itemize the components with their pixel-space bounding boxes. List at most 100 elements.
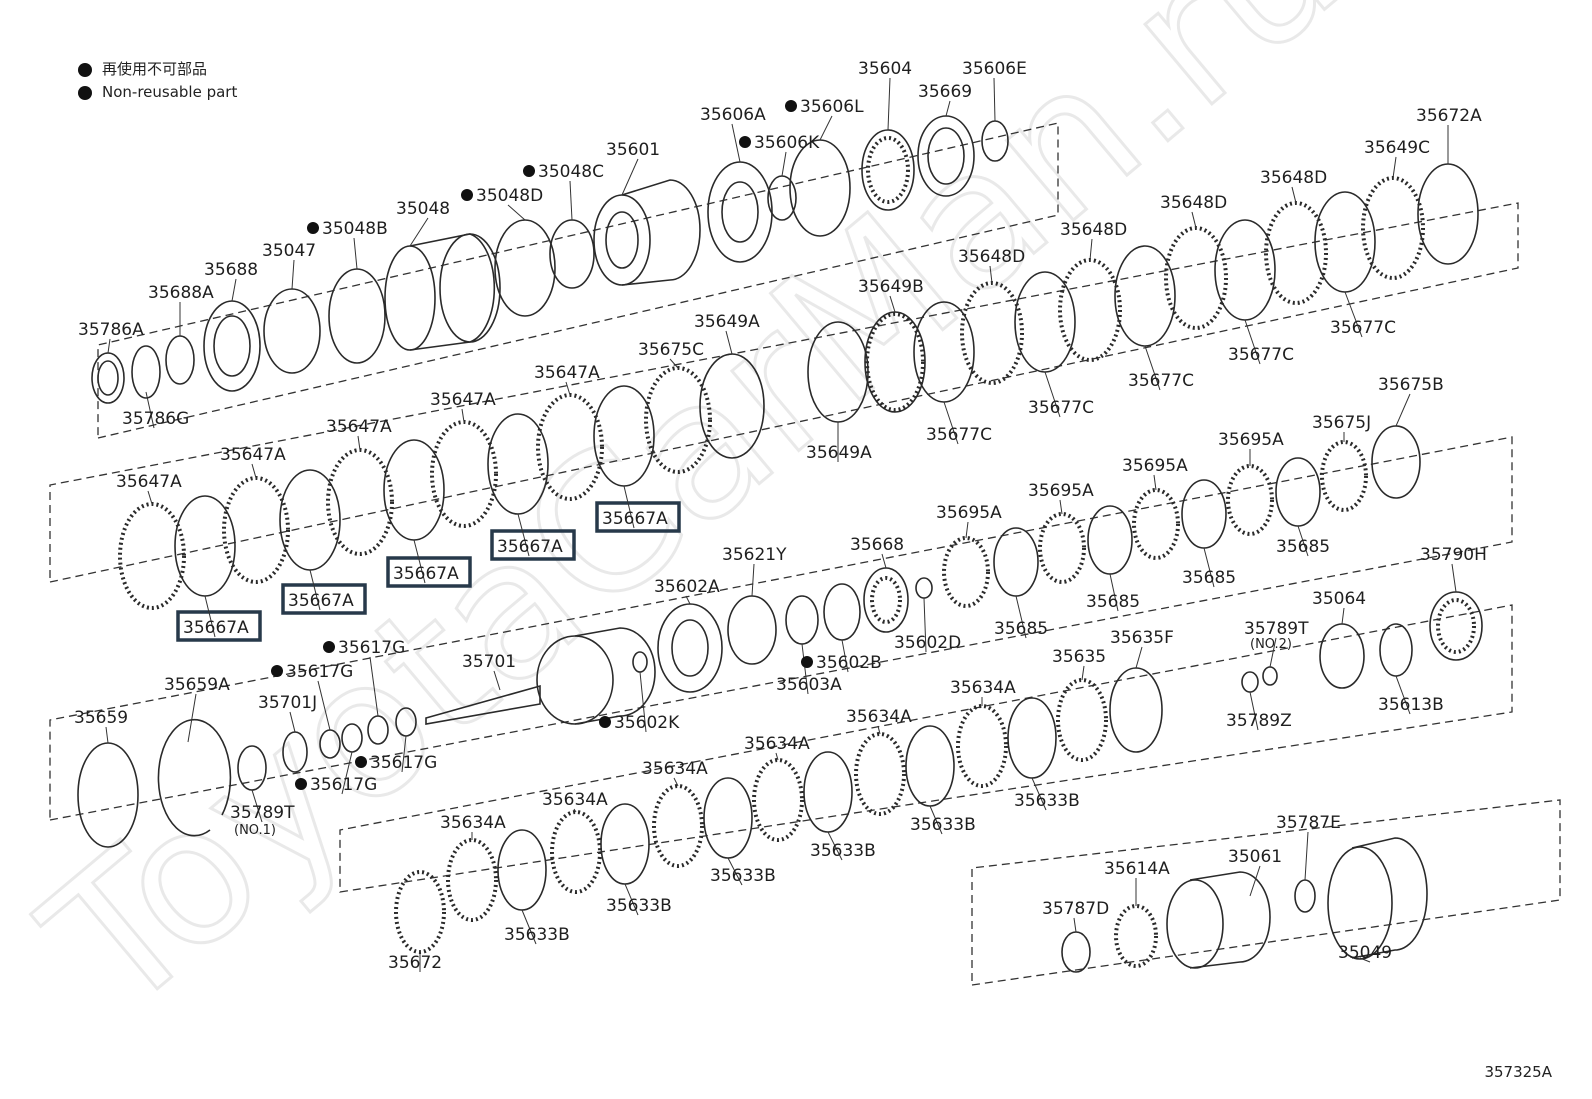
part-label-35048C[interactable]: 35048C: [538, 162, 604, 182]
part-label-35603A[interactable]: 35603A: [776, 675, 842, 695]
part-label-35647A[interactable]: 35647A: [116, 472, 182, 492]
part-label-35047[interactable]: 35047: [262, 241, 316, 261]
part-label-35685[interactable]: 35685: [1086, 592, 1140, 612]
part-label-35602B[interactable]: 35602B: [816, 653, 882, 673]
part-label-35634A[interactable]: 35634A: [950, 678, 1016, 698]
part-label-35677C[interactable]: 35677C: [1330, 318, 1396, 338]
leader-35603A: [801, 643, 809, 695]
part-label-35701J[interactable]: 35701J: [258, 693, 317, 713]
part-label-35634A[interactable]: 35634A: [744, 734, 810, 754]
part-label-35649C[interactable]: 35649C: [1364, 138, 1430, 158]
part-label-35064[interactable]: 35064: [1312, 589, 1366, 609]
part-label-35604[interactable]: 35604: [858, 59, 912, 79]
leader-35048: [409, 217, 429, 247]
part-label-35649B[interactable]: 35649B: [858, 277, 924, 297]
part-label-35601[interactable]: 35601: [606, 140, 660, 160]
part-label-35635[interactable]: 35635: [1052, 647, 1106, 667]
part-label-35617G[interactable]: 35617G: [338, 638, 405, 658]
part-label-35668[interactable]: 35668: [850, 535, 904, 555]
part-label-35614A[interactable]: 35614A: [1104, 859, 1170, 879]
part-label-35606K[interactable]: 35606K: [754, 133, 820, 153]
part-label-35634A[interactable]: 35634A: [542, 790, 608, 810]
part-label-35787D[interactable]: 35787D: [1042, 899, 1109, 919]
part-label-35648D[interactable]: 35648D: [958, 247, 1025, 267]
part-label-35789T[interactable]: 35789T: [1244, 619, 1309, 639]
part-label-35634A[interactable]: 35634A: [440, 813, 506, 833]
part-label-35647A[interactable]: 35647A: [220, 445, 286, 465]
part-label-35789Z[interactable]: 35789Z: [1226, 711, 1292, 731]
part-label-35617G[interactable]: 35617G: [370, 753, 437, 773]
part-label-35617G[interactable]: 35617G: [310, 775, 377, 795]
part-label-35634A[interactable]: 35634A: [846, 707, 912, 727]
part-label-35602D[interactable]: 35602D: [894, 633, 961, 653]
part-label-35677C[interactable]: 35677C: [1028, 398, 1094, 418]
part-label-35613B[interactable]: 35613B: [1378, 695, 1444, 715]
part-label-35786G[interactable]: 35786G: [122, 409, 189, 429]
part-label-35688A[interactable]: 35688A: [148, 283, 214, 303]
part-label-35786A[interactable]: 35786A: [78, 320, 144, 340]
part-label-35602K[interactable]: 35602K: [614, 713, 680, 733]
part-label-35649A[interactable]: 35649A: [694, 312, 760, 332]
part-label-35789T[interactable]: 35789T: [230, 803, 295, 823]
part-label-35647A[interactable]: 35647A: [534, 363, 600, 383]
part-label-35701[interactable]: 35701: [462, 652, 516, 672]
part-label-35048[interactable]: 35048: [396, 199, 450, 219]
part-label-35672[interactable]: 35672: [388, 953, 442, 973]
part-label-35606A[interactable]: 35606A: [700, 105, 766, 125]
part-label-35675B[interactable]: 35675B: [1378, 375, 1444, 395]
part-label-35048D[interactable]: 35048D: [476, 186, 543, 206]
part-label-35649A[interactable]: 35649A: [806, 443, 872, 463]
part-label-35669[interactable]: 35669: [918, 82, 972, 102]
part-label-35667A[interactable]: 35667A: [393, 564, 459, 584]
leader-35634A: [877, 725, 881, 735]
part-label-35675J[interactable]: 35675J: [1312, 413, 1371, 433]
part-label-35677C[interactable]: 35677C: [1228, 345, 1294, 365]
part-label-35633B[interactable]: 35633B: [1014, 791, 1080, 811]
part-label-35685[interactable]: 35685: [1182, 568, 1236, 588]
leader-35633B: [827, 831, 843, 861]
part-label-35633B[interactable]: 35633B: [810, 841, 876, 861]
part-label-35648D[interactable]: 35648D: [1260, 168, 1327, 188]
part-label-35790H[interactable]: 35790H: [1420, 545, 1487, 565]
part-label-35695A[interactable]: 35695A: [1122, 456, 1188, 476]
leader-35617G: [317, 680, 331, 731]
part-label-35685[interactable]: 35685: [1276, 537, 1330, 557]
part-label-35677C[interactable]: 35677C: [926, 425, 992, 445]
part-label-35659A[interactable]: 35659A: [164, 675, 230, 695]
part-label-35635F[interactable]: 35635F: [1110, 628, 1174, 648]
part-label-35617G[interactable]: 35617G: [286, 662, 353, 682]
part-label-35647A[interactable]: 35647A: [430, 390, 496, 410]
part-label-35695A[interactable]: 35695A: [1218, 430, 1284, 450]
part-label-35667A[interactable]: 35667A: [497, 537, 563, 557]
part-label-35677C[interactable]: 35677C: [1128, 371, 1194, 391]
part-label-35633B[interactable]: 35633B: [504, 925, 570, 945]
part-label-35049[interactable]: 35049: [1338, 943, 1392, 963]
part-label-35633B[interactable]: 35633B: [606, 896, 672, 916]
part-label-35685[interactable]: 35685: [994, 619, 1048, 639]
part-label-35688[interactable]: 35688: [204, 260, 258, 280]
part-label-35672A[interactable]: 35672A: [1416, 106, 1482, 126]
part-label-35667A[interactable]: 35667A: [183, 618, 249, 638]
part-label-35695A[interactable]: 35695A: [1028, 481, 1094, 501]
part-label-35634A[interactable]: 35634A: [642, 759, 708, 779]
part-label-35648D[interactable]: 35648D: [1160, 193, 1227, 213]
part-label-35667A[interactable]: 35667A: [288, 591, 354, 611]
part-label-35606L[interactable]: 35606L: [800, 97, 864, 117]
part-label-35633B[interactable]: 35633B: [710, 866, 776, 886]
leader-35648D: [989, 265, 993, 284]
part-label-35667A[interactable]: 35667A: [602, 509, 668, 529]
part-label-35659[interactable]: 35659: [74, 708, 128, 728]
leader-35786G: [145, 391, 155, 429]
leader-35647A: [461, 408, 465, 423]
part-label-35061[interactable]: 35061: [1228, 847, 1282, 867]
part-label-35648D[interactable]: 35648D: [1060, 220, 1127, 240]
part-label-35675C[interactable]: 35675C: [638, 340, 704, 360]
part-label-35787E[interactable]: 35787E: [1276, 813, 1341, 833]
part-label-35695A[interactable]: 35695A: [936, 503, 1002, 523]
part-label-35606E[interactable]: 35606E: [962, 59, 1027, 79]
part-label-35048B[interactable]: 35048B: [322, 219, 388, 239]
part-label-35621Y[interactable]: 35621Y: [722, 545, 787, 565]
part-label-35633B[interactable]: 35633B: [910, 815, 976, 835]
part-label-35602A[interactable]: 35602A: [654, 577, 720, 597]
part-label-35647A[interactable]: 35647A: [326, 417, 392, 437]
